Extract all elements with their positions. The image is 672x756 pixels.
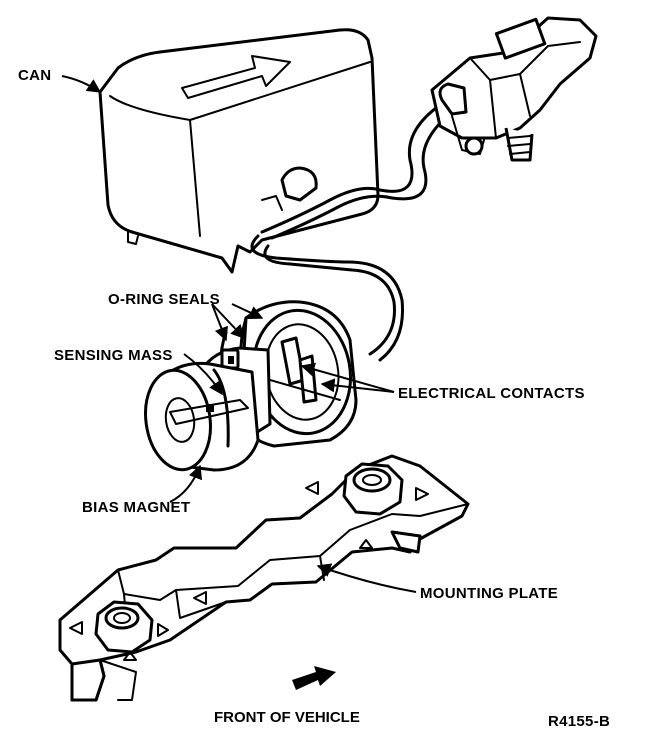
sensor-body	[144, 300, 358, 472]
label-can: CAN	[18, 67, 51, 84]
label-front-of-vehicle: FRONT OF VEHICLE	[214, 709, 360, 726]
nut-icon	[94, 600, 154, 654]
label-electrical-contacts: ELECTRICAL CONTACTS	[398, 385, 585, 402]
label-mounting-plate: MOUNTING PLATE	[420, 585, 558, 602]
mounting-plate	[58, 454, 470, 702]
leader-lines	[61, 75, 417, 593]
wire-harness	[250, 103, 454, 362]
nut-icon	[342, 462, 404, 516]
connector	[430, 16, 598, 162]
label-sensing-mass: SENSING MASS	[54, 347, 173, 364]
arrow-icon	[181, 55, 291, 99]
label-bias-magnet: BIAS MAGNET	[82, 499, 190, 516]
front-arrow-icon	[292, 666, 336, 690]
figure-code: R4155-B	[548, 713, 610, 730]
can-housing	[98, 28, 380, 274]
label-o-ring-seals: O-RING SEALS	[108, 291, 220, 308]
